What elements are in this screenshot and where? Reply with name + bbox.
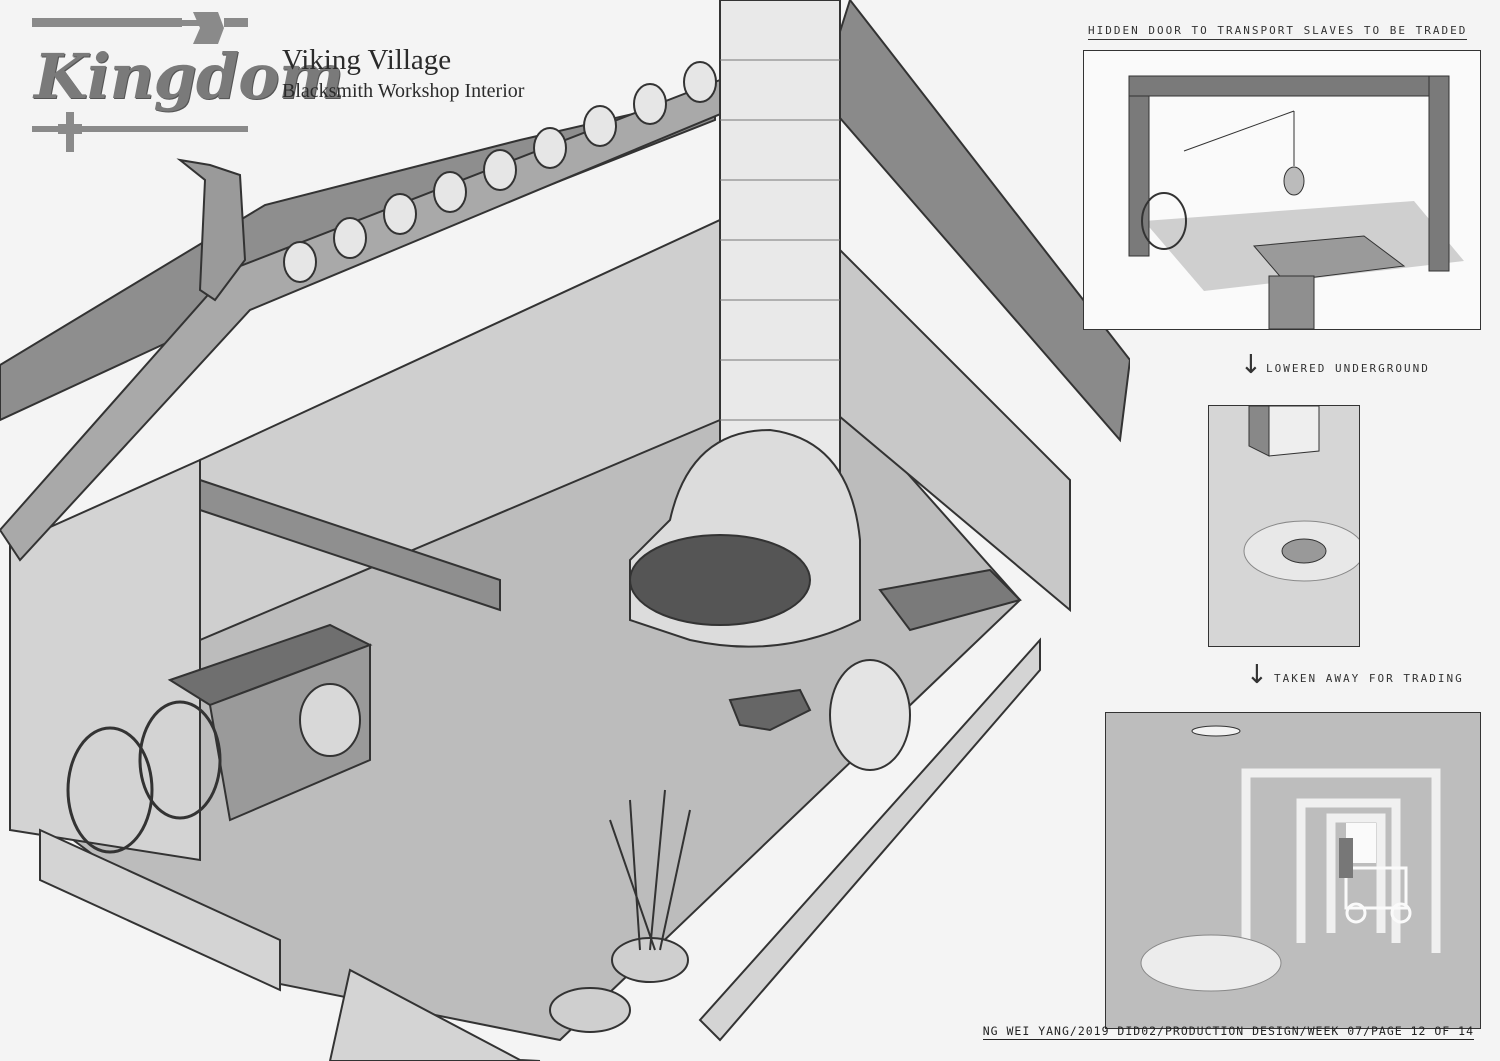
blacksmith-workshop-illustration <box>0 0 1130 1061</box>
storyboard-caption-2: Lowered Underground <box>1266 362 1430 375</box>
storyboard-caption-1: Hidden Door To Transport Slaves To Be Tr… <box>1088 24 1468 40</box>
hidden-door-mechanism-illustration <box>1128 75 1464 329</box>
storyboard-caption-3: Taken Away For Trading <box>1274 672 1464 685</box>
storyboard-panel-underground <box>1208 405 1360 647</box>
arrow-down-icon: ↓ <box>1240 350 1262 380</box>
storyboard-panel-hidden-door <box>1083 50 1481 330</box>
tunnel-transport-illustration <box>1140 725 1441 992</box>
page-title: Viking Village <box>282 44 452 76</box>
lowered-underground-illustration <box>1243 406 1359 582</box>
logo-emblem-icon <box>32 12 248 152</box>
storyboard-panel-tunnel <box>1105 712 1481 1029</box>
arrow-down-icon: ↓ <box>1246 660 1268 690</box>
footer-credit: NG WEI YANG/2019 DID02/PRODUCTION DESIGN… <box>982 1024 1474 1040</box>
page-subtitle: Blacksmith Workshop Interior <box>282 80 525 102</box>
